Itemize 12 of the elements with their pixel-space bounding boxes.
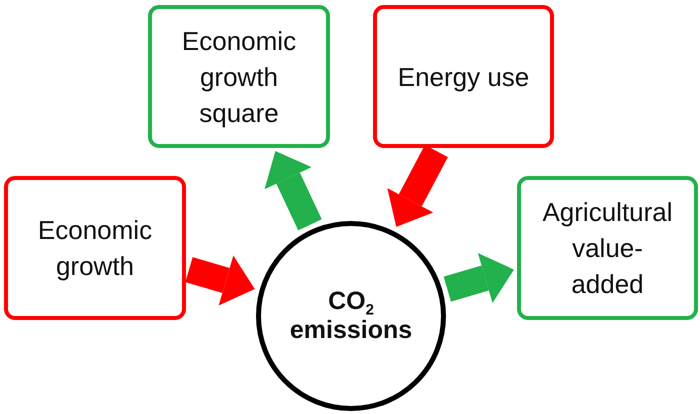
factor-box — [373, 5, 554, 148]
arrow — [444, 253, 514, 303]
factor-box — [4, 176, 186, 320]
arrow — [185, 256, 255, 306]
factor-box — [517, 176, 698, 320]
arrow — [264, 151, 322, 230]
node-label: CO$_{2}$ emissions — [288, 287, 414, 345]
factor-box — [148, 5, 330, 148]
node-label: Economic growth square — [180, 24, 298, 130]
node-label: Agricultural value-added — [541, 196, 674, 301]
node-label: Energy use — [398, 60, 530, 94]
node-label: Economic growth — [36, 214, 154, 283]
